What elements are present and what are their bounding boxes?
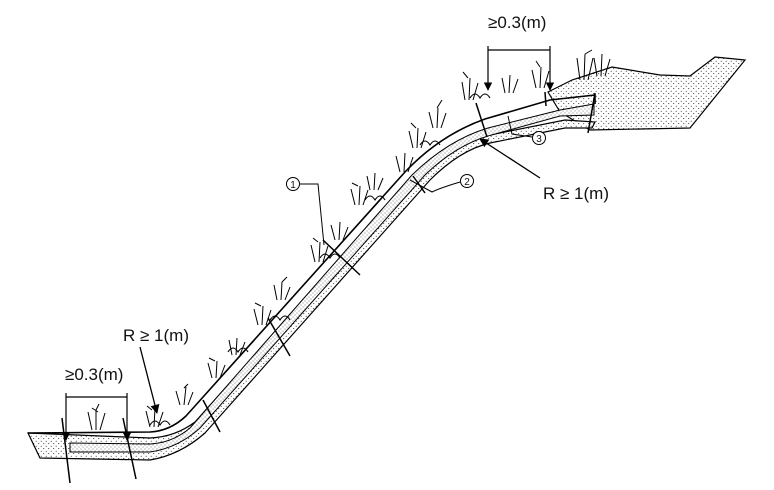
top-dimension [483, 46, 555, 91]
callout-2-number: 2 [464, 177, 470, 188]
callout-3: 3 [507, 115, 546, 145]
vegetation [87, 49, 611, 431]
callout-1: 1 [286, 177, 325, 246]
surface-mat [27, 94, 596, 434]
bottom-dimension-label: ≥0.3(m) [65, 365, 123, 384]
vegetation-clumps [149, 93, 491, 427]
radius-lower-label: R ≥ 1(m) [123, 326, 189, 345]
bedding-layer-outer [27, 119, 596, 461]
top-embankment [547, 56, 747, 131]
radius-upper-label: R ≥ 1(m) [543, 184, 609, 203]
top-dimension-label: ≥0.3(m) [488, 13, 546, 32]
callout-1-number: 1 [290, 180, 296, 191]
callout-2: 2 [409, 174, 474, 193]
anchor-pins [61, 91, 596, 484]
bottom-dimension [61, 393, 132, 441]
callout-3-number: 3 [536, 134, 542, 145]
radius-lower-arrow [139, 346, 160, 414]
radius-upper-arrow [479, 138, 541, 179]
lining-layer [69, 103, 595, 453]
